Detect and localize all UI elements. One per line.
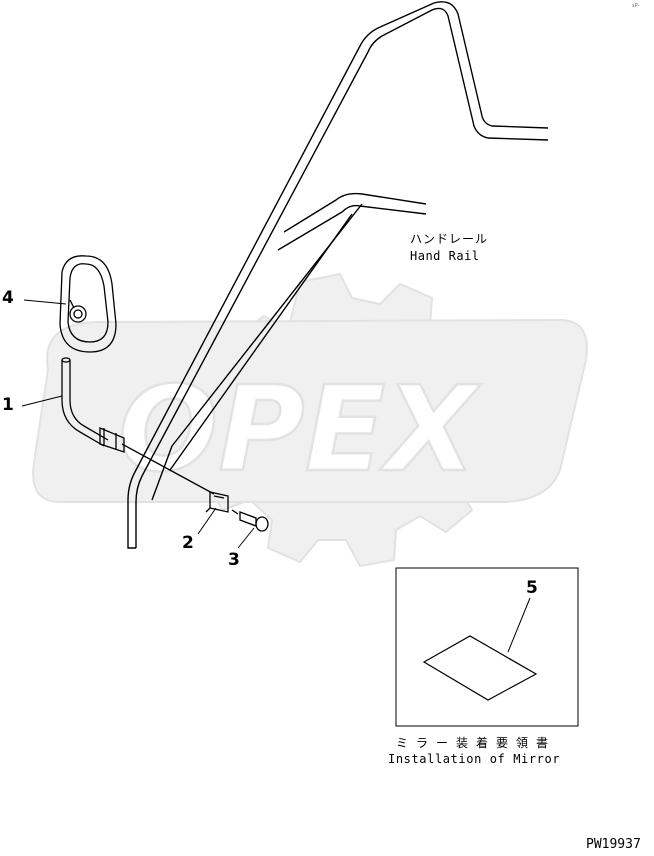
hand-rail-brace	[169, 213, 353, 471]
instruction-sheet	[422, 635, 538, 701]
mirror-stay	[61, 357, 215, 495]
hand-rail-outer	[135, 7, 549, 548]
callout-3: 3	[228, 550, 240, 570]
drawing-number: PW19937	[586, 837, 641, 852]
hand-rail-label-japanese: ハンドレール	[410, 232, 489, 246]
corner-mark: sP-	[632, 3, 640, 9]
watermark: OPEX	[32, 272, 588, 568]
callout-5: 5	[526, 578, 538, 598]
mirror-outer	[59, 255, 117, 353]
stay-rod	[121, 443, 215, 495]
callout-4: 4	[2, 288, 14, 308]
instruction-label-english: Installation of Mirror	[388, 752, 561, 766]
hand-rail-label-english: Hand Rail	[410, 249, 480, 263]
hand-rail-cross-outer	[277, 204, 427, 251]
mirror	[59, 255, 117, 353]
watermark-text: OPEX	[118, 360, 481, 498]
leader-3	[237, 527, 255, 549]
hand-rail-cross-inner	[283, 192, 427, 233]
instruction-box	[395, 567, 579, 727]
leader-4	[23, 299, 67, 305]
watermark-band	[32, 318, 588, 503]
hand-rail-diagonal	[151, 203, 363, 501]
leader-lines	[21, 299, 531, 653]
leader-5	[507, 597, 531, 653]
mirror-inner	[67, 263, 109, 343]
callout-1: 1	[2, 395, 14, 415]
mirror-ball-joint	[69, 305, 87, 323]
bolt	[231, 509, 269, 532]
callout-2: 2	[182, 533, 194, 553]
leader-2	[197, 507, 217, 535]
leader-1	[21, 395, 63, 407]
hand-rail-inner	[127, 1, 549, 549]
instruction-label-japanese: ミラー装着要領書	[396, 736, 557, 750]
hand-rail	[127, 1, 549, 549]
bracket	[205, 491, 229, 513]
